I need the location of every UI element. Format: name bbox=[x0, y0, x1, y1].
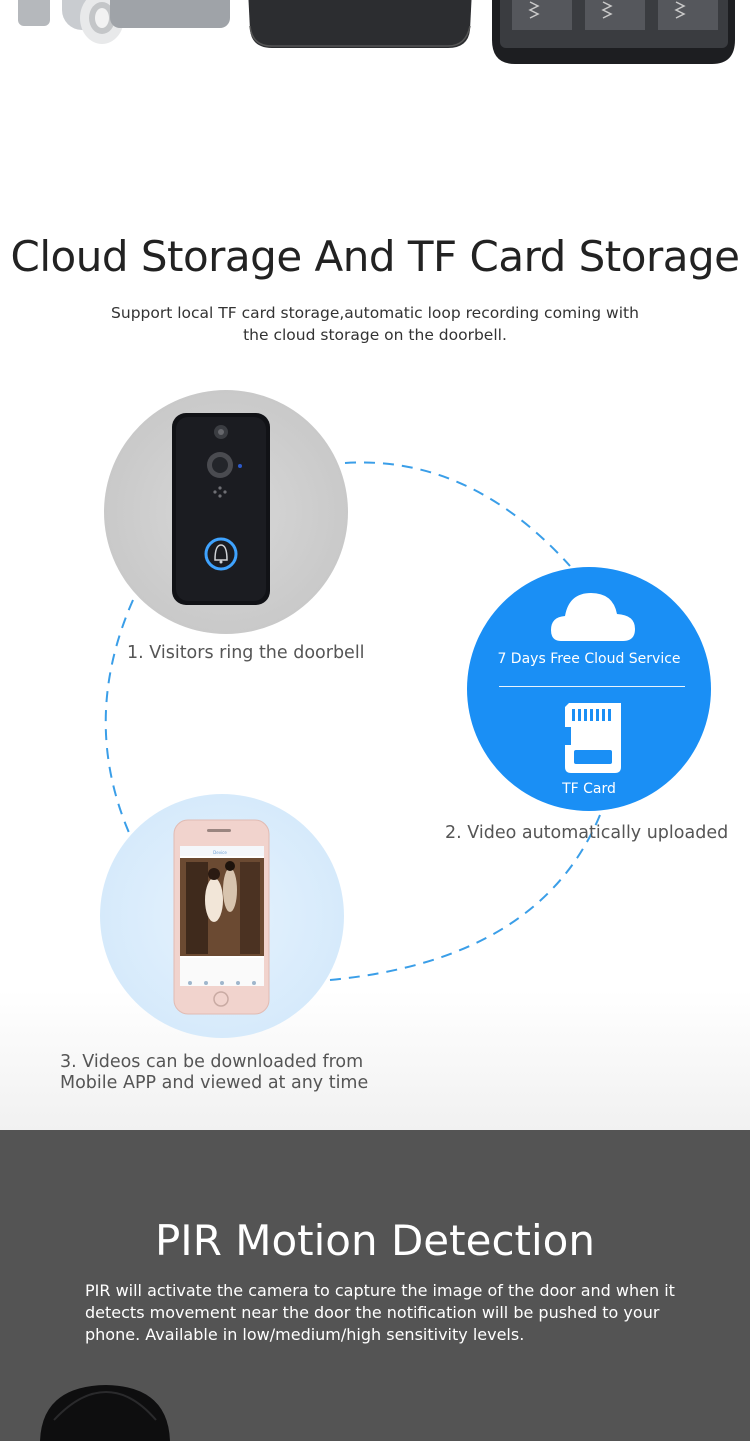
pir-description: PIR will activate the camera to capture … bbox=[85, 1281, 675, 1344]
tf-card-label: TF Card bbox=[562, 781, 616, 797]
divider bbox=[499, 686, 685, 687]
cloud-storage-description: Support local TF card storage,automatic … bbox=[111, 304, 639, 344]
battery-compartment-image bbox=[492, 0, 735, 64]
cloud-storage-title: Cloud Storage And TF Card Storage bbox=[10, 232, 740, 281]
cloud-service-circle: 7 Days Free Cloud Service TF Card bbox=[467, 567, 711, 811]
flow-arc-top bbox=[344, 461, 571, 567]
flow-arc-right bbox=[329, 814, 601, 981]
person-silhouette-image bbox=[40, 1385, 170, 1441]
flow-arc-left bbox=[104, 599, 134, 836]
product-images-strip bbox=[0, 0, 750, 80]
cloud-service-label: 7 Days Free Cloud Service bbox=[497, 651, 681, 667]
phone-app-image: Device bbox=[100, 794, 344, 1038]
phone-screen-title: Device bbox=[213, 850, 227, 855]
step-3-label-line2: Mobile APP and viewed at any time bbox=[60, 1073, 369, 1093]
doorbell-back-image bbox=[248, 0, 472, 48]
step-1-label: 1. Visitors ring the doorbell bbox=[127, 643, 365, 663]
storage-flow-diagram: Device bbox=[100, 390, 601, 1038]
batteries-image bbox=[18, 0, 230, 44]
pir-motion-section: PIR Motion Detection PIR will activate t… bbox=[0, 1130, 750, 1441]
step-3-label-line1: 3. Videos can be downloaded from bbox=[60, 1052, 364, 1072]
cloud-icon bbox=[551, 593, 635, 641]
doorbell-image bbox=[104, 390, 348, 634]
tf-card-icon bbox=[565, 703, 621, 773]
pir-title: PIR Motion Detection bbox=[154, 1216, 595, 1265]
step-2-label: 2. Video automatically uploaded bbox=[445, 823, 729, 843]
step-3-label: 3. Videos can be downloaded from Mobile … bbox=[60, 1052, 368, 1094]
product-photos bbox=[18, 0, 735, 64]
